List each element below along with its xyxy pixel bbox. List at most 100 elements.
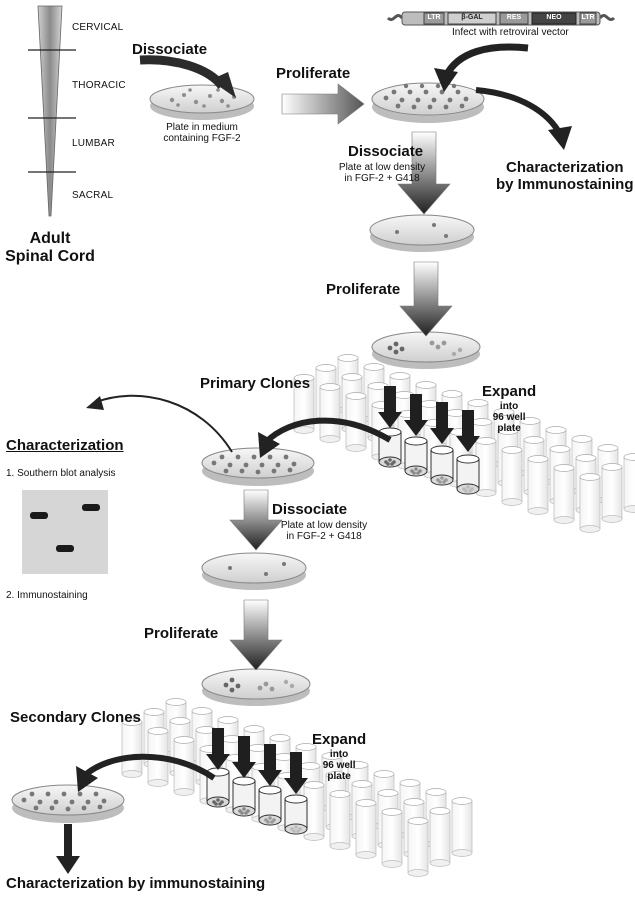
label-low-density-a: Plate at low density in FGF-2 + G418 xyxy=(330,162,434,184)
dish-proliferated xyxy=(371,82,485,123)
clone-cell xyxy=(414,467,418,471)
well xyxy=(355,799,377,859)
well xyxy=(475,437,497,497)
segment-sacral: SACRAL xyxy=(72,190,114,201)
label-dissociate-1: Dissociate xyxy=(132,41,208,58)
label-plate-medium-line1: Plate in medium xyxy=(166,122,238,133)
retroviral-vector xyxy=(386,11,616,26)
clone-cell xyxy=(218,802,222,806)
clone-cell xyxy=(412,471,416,475)
arrow-characterization-1 xyxy=(475,87,572,150)
clone-cell xyxy=(244,811,248,815)
arrow-dissociate-2 xyxy=(397,131,451,215)
well-seeded xyxy=(430,445,454,486)
spinal-cord-title-line2: Spinal Cord xyxy=(5,247,95,265)
well xyxy=(329,790,351,850)
expand-arrow xyxy=(404,394,428,436)
southern-blot xyxy=(22,490,108,574)
clone-cell xyxy=(468,489,472,493)
characterization-item-immuno: 2. Immunostaining xyxy=(6,590,88,601)
well-seeded xyxy=(258,785,282,826)
vector-part-ltr-right: LTR xyxy=(581,14,595,21)
clone-cell xyxy=(268,816,272,820)
well xyxy=(303,781,325,841)
clone-cell xyxy=(390,462,394,466)
arrow-expand-1 xyxy=(378,386,480,452)
clone-cell xyxy=(438,480,442,484)
segment-cervical: CERVICAL xyxy=(72,22,124,33)
vector-part-bgal: β-GAL xyxy=(461,14,483,21)
label-plate-medium: Plate in medium containing FGF-2 xyxy=(150,122,254,144)
label-expand-1-line3: 96 well xyxy=(492,411,526,423)
well xyxy=(293,374,315,434)
clone-cell xyxy=(294,825,298,829)
vector-caption: Infect with retroviral vector xyxy=(452,27,569,38)
spinal-cord xyxy=(28,5,76,217)
label-proliferate-1: Proliferate xyxy=(276,65,351,82)
clone-cell xyxy=(216,798,220,802)
arrow-to-primary-dish xyxy=(258,417,392,458)
well xyxy=(527,455,549,515)
well xyxy=(407,817,429,877)
label-dissociate-3: Dissociate xyxy=(272,501,348,518)
arrow-dissociate-3 xyxy=(229,489,283,551)
arrow-dissociate-1 xyxy=(139,55,236,98)
arrow-proliferate-1 xyxy=(281,83,365,125)
clone-cell xyxy=(464,489,468,493)
segment-lumbar: LUMBAR xyxy=(72,138,115,149)
label-expand-2: Expand into 96 well plate xyxy=(312,731,367,782)
well xyxy=(319,383,341,443)
label-primary-clones: Primary Clones xyxy=(200,375,311,392)
expand-arrow xyxy=(258,744,282,786)
spinal-cord-title-line1: Adult xyxy=(29,230,71,247)
arrow-expand-2 xyxy=(206,728,308,794)
clone-cell xyxy=(442,480,446,484)
expand-arrow xyxy=(430,402,454,444)
label-expand-1-line1: Expand xyxy=(482,383,537,400)
clone-cell xyxy=(270,820,274,824)
arrow-proliferate-3 xyxy=(229,599,283,671)
clone-cell xyxy=(214,802,218,806)
label-low-density-b: Plate at low density in FGF-2 + G418 xyxy=(272,520,376,542)
label-final-characterization: Characterization by immunostaining xyxy=(6,875,266,892)
well xyxy=(381,808,403,868)
expand-arrow xyxy=(206,728,230,770)
clone-cell xyxy=(466,485,470,489)
label-expand-1: Expand into 96 well plate xyxy=(482,383,537,434)
arrow-to-secondary-dish xyxy=(76,753,216,792)
label-expand-2-line2: into xyxy=(329,748,349,760)
arrow-infect xyxy=(434,43,529,92)
dish-low-density-1 xyxy=(369,214,475,252)
clone-cell xyxy=(416,471,420,475)
arrow-to-characterization xyxy=(86,394,233,453)
expand-arrow xyxy=(378,386,402,428)
clone-cell xyxy=(240,811,244,815)
label-expand-2-line4: plate xyxy=(327,770,351,782)
label-proliferate-2: Proliferate xyxy=(326,281,401,298)
well xyxy=(553,464,575,524)
well xyxy=(579,473,601,533)
expand-arrow xyxy=(284,752,308,794)
vector-part-neo: NEO xyxy=(546,14,562,21)
well xyxy=(601,463,623,523)
dish-initial xyxy=(149,84,255,120)
label-secondary-clones: Secondary Clones xyxy=(10,709,141,726)
well xyxy=(623,453,635,513)
label-expand-2-line3: 96 well xyxy=(322,759,356,771)
label-expand-2-line1: Expand xyxy=(312,731,367,748)
well-seeded xyxy=(404,436,428,477)
label-dissociate-2: Dissociate xyxy=(348,143,424,160)
clone-cell xyxy=(242,807,246,811)
label-low-density-a-line1: Plate at low density xyxy=(338,162,426,173)
vector-part-res: RES xyxy=(506,14,522,21)
well xyxy=(501,446,523,506)
label-expand-1-line2: into xyxy=(499,400,519,412)
characterization-heading: Characterization xyxy=(6,437,124,454)
well-seeded xyxy=(232,776,256,817)
expand-arrow xyxy=(232,736,256,778)
label-characterization-1-line1: Characterization xyxy=(505,159,624,176)
label-characterization-1-line2: by Immunostaining xyxy=(496,175,634,193)
vector-part-ltr-left: LTR xyxy=(427,14,441,21)
label-expand-1-line4: plate xyxy=(497,422,521,434)
